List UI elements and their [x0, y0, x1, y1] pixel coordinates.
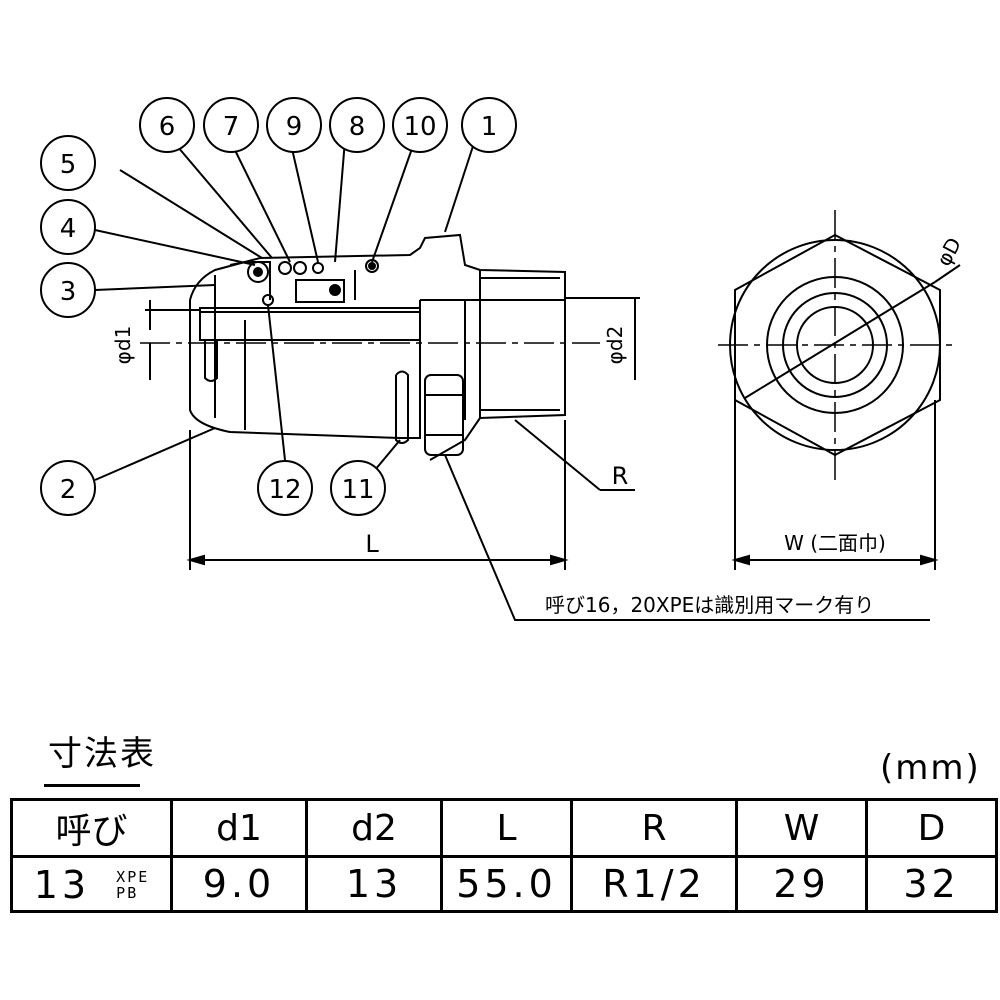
balloon-3: [40, 262, 96, 318]
nominal-size: 13: [33, 863, 91, 908]
dimension-table-title: 寸法表: [48, 734, 156, 774]
balloon-11: [330, 460, 386, 516]
pipe-type-xpe: XPE: [116, 868, 150, 887]
balloon-2: [40, 460, 96, 516]
cell-d2: 13: [305, 855, 443, 913]
table-header-row: 呼び d1 d2 L R W D: [10, 798, 998, 858]
pipe-type-pb: PB: [116, 884, 139, 903]
identification-note: 呼び16，20XPEは識別用マーク有り: [545, 593, 874, 617]
balloon-5: [40, 135, 96, 191]
balloon-9: [266, 97, 322, 153]
dimension-table: 呼び d1 d2 L R W D 13 XPE PB 9.0 13 55.0 R…: [10, 798, 998, 913]
balloon-label-10: 10: [403, 112, 436, 142]
dim-label-d1: φd1: [111, 326, 135, 365]
header-d1: d1: [170, 798, 308, 858]
cell-d1: 9.0: [170, 855, 308, 913]
balloon-1: [461, 97, 517, 153]
balloon-label-3: 3: [60, 277, 77, 307]
balloon-label-7: 7: [223, 112, 240, 142]
balloon-12: [257, 460, 313, 516]
header-nominal: 呼び: [10, 798, 173, 858]
balloon-label-5: 5: [60, 150, 77, 180]
cell-L: 55.0: [440, 855, 573, 913]
fitting-body: [189, 300, 421, 439]
unit-label: (mm): [880, 748, 981, 788]
dim-label-R: R: [612, 462, 629, 490]
balloon-label-12: 12: [268, 475, 301, 505]
header-R: R: [570, 798, 738, 858]
balloon-label-6: 6: [159, 112, 176, 142]
header-d2: d2: [305, 798, 443, 858]
header-D: D: [865, 798, 998, 858]
dim-label-W: W (二面巾): [784, 531, 886, 555]
dim-label-D: φD: [932, 233, 967, 270]
balloon-label-8: 8: [349, 112, 366, 142]
cell-nominal: 13 XPE PB: [10, 855, 173, 913]
balloon-label-2: 2: [60, 475, 77, 505]
cell-D: 32: [865, 855, 998, 913]
balloon-6: [139, 97, 195, 153]
pipe-types: XPE PB: [116, 869, 149, 901]
balloon-label-1: 1: [481, 112, 498, 142]
balloon-label-11: 11: [341, 475, 374, 505]
header-L: L: [440, 798, 573, 858]
cell-W: 29: [735, 855, 868, 913]
cell-R: R1/2: [570, 855, 738, 913]
table-row: 13 XPE PB 9.0 13 55.0 R1/2 29 32: [10, 855, 998, 913]
dim-label-d2: φd2: [603, 326, 627, 365]
balloon-label-4: 4: [60, 214, 77, 244]
header-W: W: [735, 798, 868, 858]
balloon-4: [40, 199, 96, 255]
balloon-7: [203, 97, 259, 153]
balloon-8: [329, 97, 385, 153]
balloon-10: [392, 97, 448, 153]
balloon-label-9: 9: [286, 112, 303, 142]
title-underline: [44, 784, 140, 787]
dim-label-L: L: [365, 530, 379, 558]
